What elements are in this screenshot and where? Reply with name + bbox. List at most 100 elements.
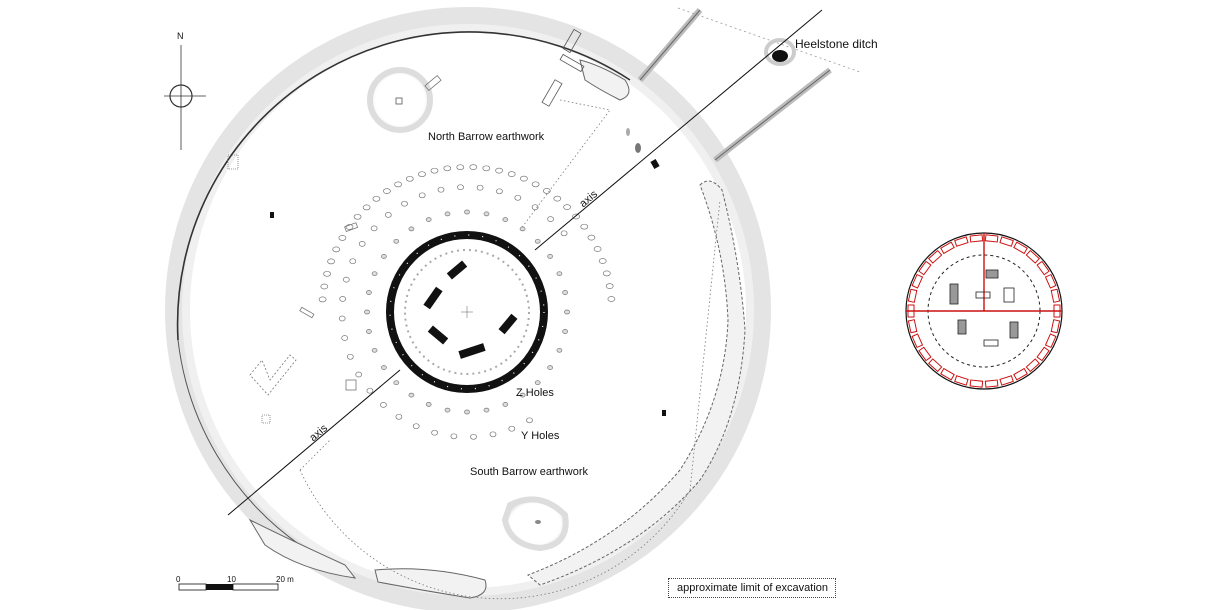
aubrey-hole bbox=[602, 270, 611, 277]
heelstone bbox=[764, 38, 796, 66]
z-hole bbox=[425, 217, 432, 222]
aubrey-hole bbox=[345, 224, 354, 230]
z-hole bbox=[562, 290, 568, 295]
y-hole bbox=[380, 402, 387, 408]
y-hole bbox=[395, 413, 403, 420]
z-hole bbox=[381, 365, 387, 370]
aubrey-hole bbox=[362, 204, 371, 211]
z-hole bbox=[364, 309, 370, 315]
z-hole bbox=[534, 238, 541, 244]
aubrey-hole bbox=[482, 165, 491, 172]
inset-sarsen-stone bbox=[1013, 367, 1028, 381]
z-hole bbox=[534, 380, 541, 386]
aubrey-hole bbox=[593, 246, 602, 252]
scale-label-20: 20 m bbox=[276, 575, 294, 584]
aubrey-hole bbox=[405, 175, 414, 182]
inset-sarsen-stone bbox=[1044, 333, 1057, 349]
y-hole bbox=[339, 296, 347, 302]
aubrey-hole bbox=[495, 167, 503, 174]
inset-sarsen-stones bbox=[907, 234, 1061, 388]
scattered-features bbox=[227, 128, 666, 424]
inset-sarsen-stone bbox=[918, 346, 932, 362]
inset-sarsen-stone bbox=[940, 241, 955, 255]
inset-sarsen-stone bbox=[1025, 358, 1040, 373]
z-hole bbox=[556, 347, 563, 353]
aubrey-hole bbox=[353, 213, 362, 220]
z-hole bbox=[444, 407, 451, 413]
sarsen-circle bbox=[386, 231, 548, 393]
y-hole bbox=[547, 216, 554, 222]
aubrey-hole bbox=[332, 246, 341, 253]
scale-bar bbox=[178, 583, 279, 591]
aubrey-hole bbox=[469, 164, 478, 170]
aubrey-hole bbox=[598, 258, 607, 264]
y-hole bbox=[384, 212, 392, 218]
excavation-limits bbox=[299, 99, 721, 600]
y-hole bbox=[431, 429, 438, 436]
heelstone-ditch-label: Heelstone ditch bbox=[795, 37, 878, 51]
inset-sarsen-stone bbox=[954, 236, 969, 247]
centre-cross bbox=[461, 306, 473, 318]
inset-sarsen-stone bbox=[1050, 319, 1061, 334]
legend-box bbox=[668, 578, 836, 598]
z-hole bbox=[483, 211, 490, 217]
z-hole bbox=[366, 329, 372, 334]
z-hole bbox=[564, 309, 570, 315]
inset-sarsen-stone bbox=[940, 367, 955, 381]
aubrey-hole bbox=[531, 181, 540, 188]
inset-sarsen-stone bbox=[1013, 241, 1028, 255]
aubrey-hole bbox=[318, 296, 327, 303]
inset-sarsen-stone bbox=[1050, 288, 1061, 303]
ditch-segments bbox=[248, 59, 746, 599]
y-hole bbox=[366, 387, 374, 394]
inset-sarsen-stone bbox=[911, 273, 924, 289]
aubrey-hole bbox=[394, 181, 402, 188]
z-holes-label: Z Holes bbox=[516, 387, 554, 399]
y-hole bbox=[514, 194, 522, 201]
inset-sarsen-stone bbox=[1025, 249, 1040, 264]
legend-label: approximate limit of excavation bbox=[677, 582, 829, 594]
aubrey-hole bbox=[323, 270, 331, 277]
y-hole bbox=[418, 192, 426, 199]
aubrey-hole bbox=[456, 164, 465, 171]
inset-sarsen-stone bbox=[1036, 260, 1050, 276]
z-hole bbox=[464, 209, 470, 215]
north-label: N bbox=[177, 31, 184, 41]
y-hole bbox=[450, 433, 458, 440]
y-hole bbox=[412, 423, 420, 430]
z-holes-ring bbox=[364, 209, 570, 415]
south-barrow bbox=[501, 496, 569, 552]
y-hole bbox=[338, 315, 346, 322]
aubrey-hole bbox=[553, 195, 562, 202]
inset-sarsen-stone bbox=[969, 234, 984, 243]
north-barrow-label: North Barrow earthwork bbox=[428, 131, 545, 143]
inset-sarsen-stone bbox=[928, 358, 943, 373]
aubrey-hole bbox=[605, 283, 614, 289]
aubrey-hole bbox=[580, 223, 589, 230]
z-hole bbox=[444, 211, 451, 217]
y-hole bbox=[508, 425, 516, 432]
trilithons bbox=[423, 260, 518, 359]
aubrey-hole bbox=[430, 167, 439, 174]
z-hole bbox=[519, 392, 526, 398]
aubrey-holes bbox=[318, 164, 616, 303]
aubrey-hole bbox=[507, 171, 516, 177]
inset-sarsen-stone bbox=[954, 375, 969, 386]
z-hole bbox=[483, 407, 490, 413]
y-hole bbox=[355, 371, 363, 378]
aubrey-hole bbox=[572, 213, 580, 220]
z-hole bbox=[371, 347, 378, 353]
aubrey-hole bbox=[418, 171, 426, 178]
inset-sarsen-stone bbox=[907, 319, 918, 334]
y-hole bbox=[370, 225, 378, 232]
inset-plan bbox=[905, 232, 1063, 390]
inset-sarsen-stone bbox=[907, 288, 918, 303]
inset-sarsen-stone bbox=[999, 236, 1014, 247]
aubrey-hole bbox=[383, 188, 391, 194]
aubrey-hole bbox=[320, 283, 329, 290]
aubrey-hole bbox=[607, 296, 616, 302]
inset-sarsen-stone bbox=[928, 249, 943, 264]
south-barrow-label: South Barrow earthwork bbox=[470, 466, 588, 478]
y-hole bbox=[489, 431, 497, 438]
